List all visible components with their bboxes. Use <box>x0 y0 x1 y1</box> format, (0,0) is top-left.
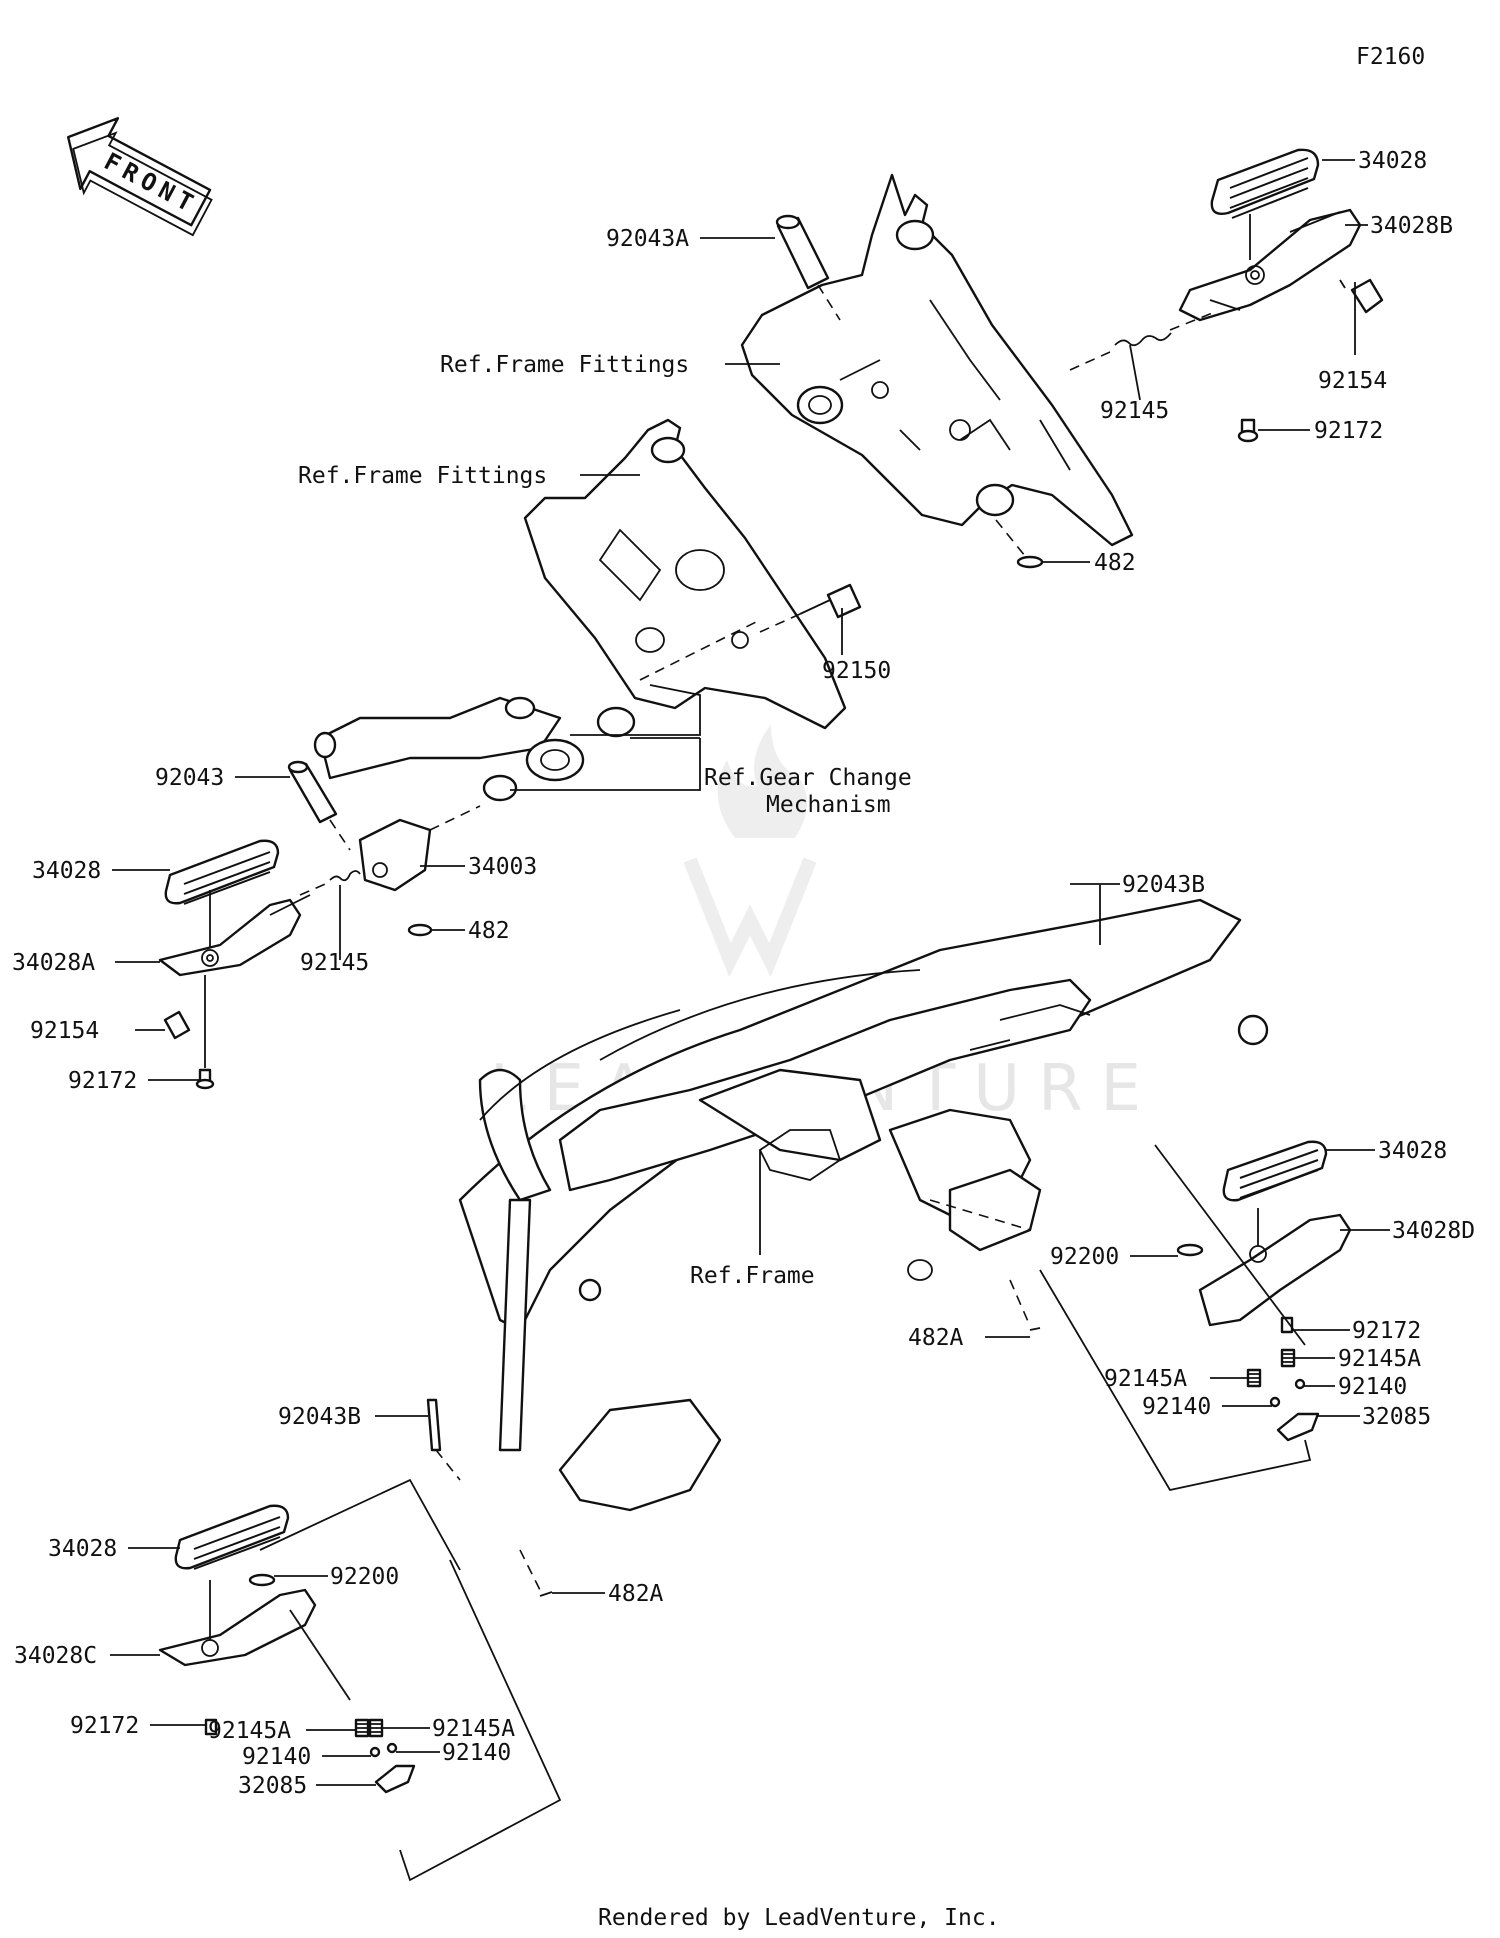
spring-92145-a <box>1069 311 1216 371</box>
circlip-482-a <box>995 519 1044 569</box>
washer-92200-b <box>248 1573 276 1587</box>
label-92200-left: 92200 <box>330 1564 399 1590</box>
label-92172-lower-right: 92172 <box>1352 1318 1421 1344</box>
figure-code: F2160 <box>1356 44 1425 70</box>
upper-right-frame-fitting <box>740 173 1134 547</box>
balls-92140-right <box>1269 1378 1306 1408</box>
label-34028-left: 34028 <box>32 858 101 884</box>
front-arrow-icon: FRONT <box>66 117 213 237</box>
bolt-92172-b <box>195 975 215 1090</box>
holder-34003 <box>358 805 481 892</box>
label-ref-gear-change-line2: Mechanism <box>766 792 891 818</box>
washer-92200-a <box>1176 1243 1204 1257</box>
gear-change-mechanism <box>313 696 636 802</box>
middle-frame-fitting <box>523 418 847 730</box>
springs-92145A-left <box>354 1718 384 1738</box>
label-92043: 92043 <box>155 765 224 791</box>
footpeg-34028B <box>1178 208 1362 322</box>
label-34028-right: 34028 <box>1378 1138 1447 1164</box>
label-92150: 92150 <box>822 658 891 684</box>
label-34003: 34003 <box>468 854 537 880</box>
label-34028C: 34028C <box>14 1643 97 1669</box>
label-92145A-right-inner: 92145A <box>1104 1366 1187 1392</box>
bolt-92172-d <box>204 1718 218 1736</box>
label-482-left: 482 <box>468 918 510 944</box>
label-92043B-top: 92043B <box>1122 872 1205 898</box>
label-92043A: 92043A <box>606 226 689 252</box>
label-92154-left: 92154 <box>30 1018 99 1044</box>
label-34028B: 34028B <box>1370 213 1453 239</box>
footpeg-rubber-34028-lower <box>174 1504 290 1570</box>
footpeg-34028D <box>1198 1208 1352 1327</box>
bolt-92154-b <box>163 1010 191 1040</box>
circlip-482A-a <box>1009 1279 1041 1331</box>
label-482A-right: 482A <box>908 1325 964 1351</box>
bracket-box-left <box>259 1478 562 1882</box>
plate-32085-right <box>1276 1412 1320 1442</box>
spring-92145-b <box>299 870 361 896</box>
label-32085-left: 32085 <box>238 1773 307 1799</box>
bolt-92150 <box>759 583 862 633</box>
label-92145A-right-outer: 92145A <box>1338 1346 1421 1372</box>
label-92172-left: 92172 <box>68 1068 137 1094</box>
bracket-box-right <box>1039 1144 1312 1492</box>
label-92140-right-outer: 92140 <box>1338 1374 1407 1400</box>
label-92043B-lower: 92043B <box>278 1404 361 1430</box>
plate-32085-left <box>374 1764 416 1794</box>
part-labels: F2160 34028 34028B 92043A Ref.Frame Fitt… <box>12 44 1475 1931</box>
label-92140-left-inner: 92140 <box>242 1744 311 1770</box>
label-92172-right: 92172 <box>1314 418 1383 444</box>
bolt-92172-a <box>1237 418 1259 443</box>
bolt-92154-a <box>1339 278 1384 314</box>
label-34028-lower: 34028 <box>48 1536 117 1562</box>
label-482A-left: 482A <box>608 1581 664 1607</box>
footpeg-rubber-34028-right <box>1222 1140 1328 1202</box>
label-32085-right: 32085 <box>1362 1404 1431 1430</box>
pin-92043B-b <box>426 1398 461 1481</box>
pin-92043 <box>287 760 351 851</box>
label-92200-right: 92200 <box>1050 1244 1119 1270</box>
label-92145A-left-inner: 92145A <box>208 1718 291 1744</box>
label-92140-left-outer: 92140 <box>442 1740 511 1766</box>
circlip-482-b <box>407 923 433 937</box>
label-ref-frame-fittings-middle: Ref.Frame Fittings <box>298 463 547 489</box>
label-482-top: 482 <box>1094 550 1136 576</box>
footpeg-34028C <box>158 1580 351 1701</box>
label-34028-top-right: 34028 <box>1358 148 1427 174</box>
label-92140-right-inner: 92140 <box>1142 1394 1211 1420</box>
label-34028A: 34028A <box>12 950 95 976</box>
label-92145-left: 92145 <box>300 950 369 976</box>
footpeg-34028A <box>158 890 311 977</box>
label-92145-right: 92145 <box>1100 398 1169 424</box>
footer-credit: Rendered by LeadVenture, Inc. <box>598 1905 1000 1931</box>
label-ref-gear-change-line1: Ref.Gear Change <box>704 765 912 791</box>
label-92154-right: 92154 <box>1318 368 1387 394</box>
main-frame <box>458 898 1269 1512</box>
springs-92145A-right <box>1246 1348 1296 1388</box>
circlip-482A-b <box>519 1549 553 1597</box>
pin-92043A <box>775 214 841 321</box>
footpeg-rubber-34028-top-right <box>1210 148 1320 219</box>
label-ref-frame-fittings-top: Ref.Frame Fittings <box>440 352 689 378</box>
leader-lines <box>110 159 1390 1786</box>
balls-92140-left <box>369 1742 398 1758</box>
label-92172-lower-left: 92172 <box>70 1713 139 1739</box>
label-92145A-left-outer: 92145A <box>432 1716 515 1742</box>
footpeg-rubber-34028-left <box>164 839 280 905</box>
label-ref-frame: Ref.Frame <box>690 1263 815 1289</box>
bolt-92172-c <box>1280 1316 1294 1334</box>
label-34028D: 34028D <box>1392 1218 1475 1244</box>
